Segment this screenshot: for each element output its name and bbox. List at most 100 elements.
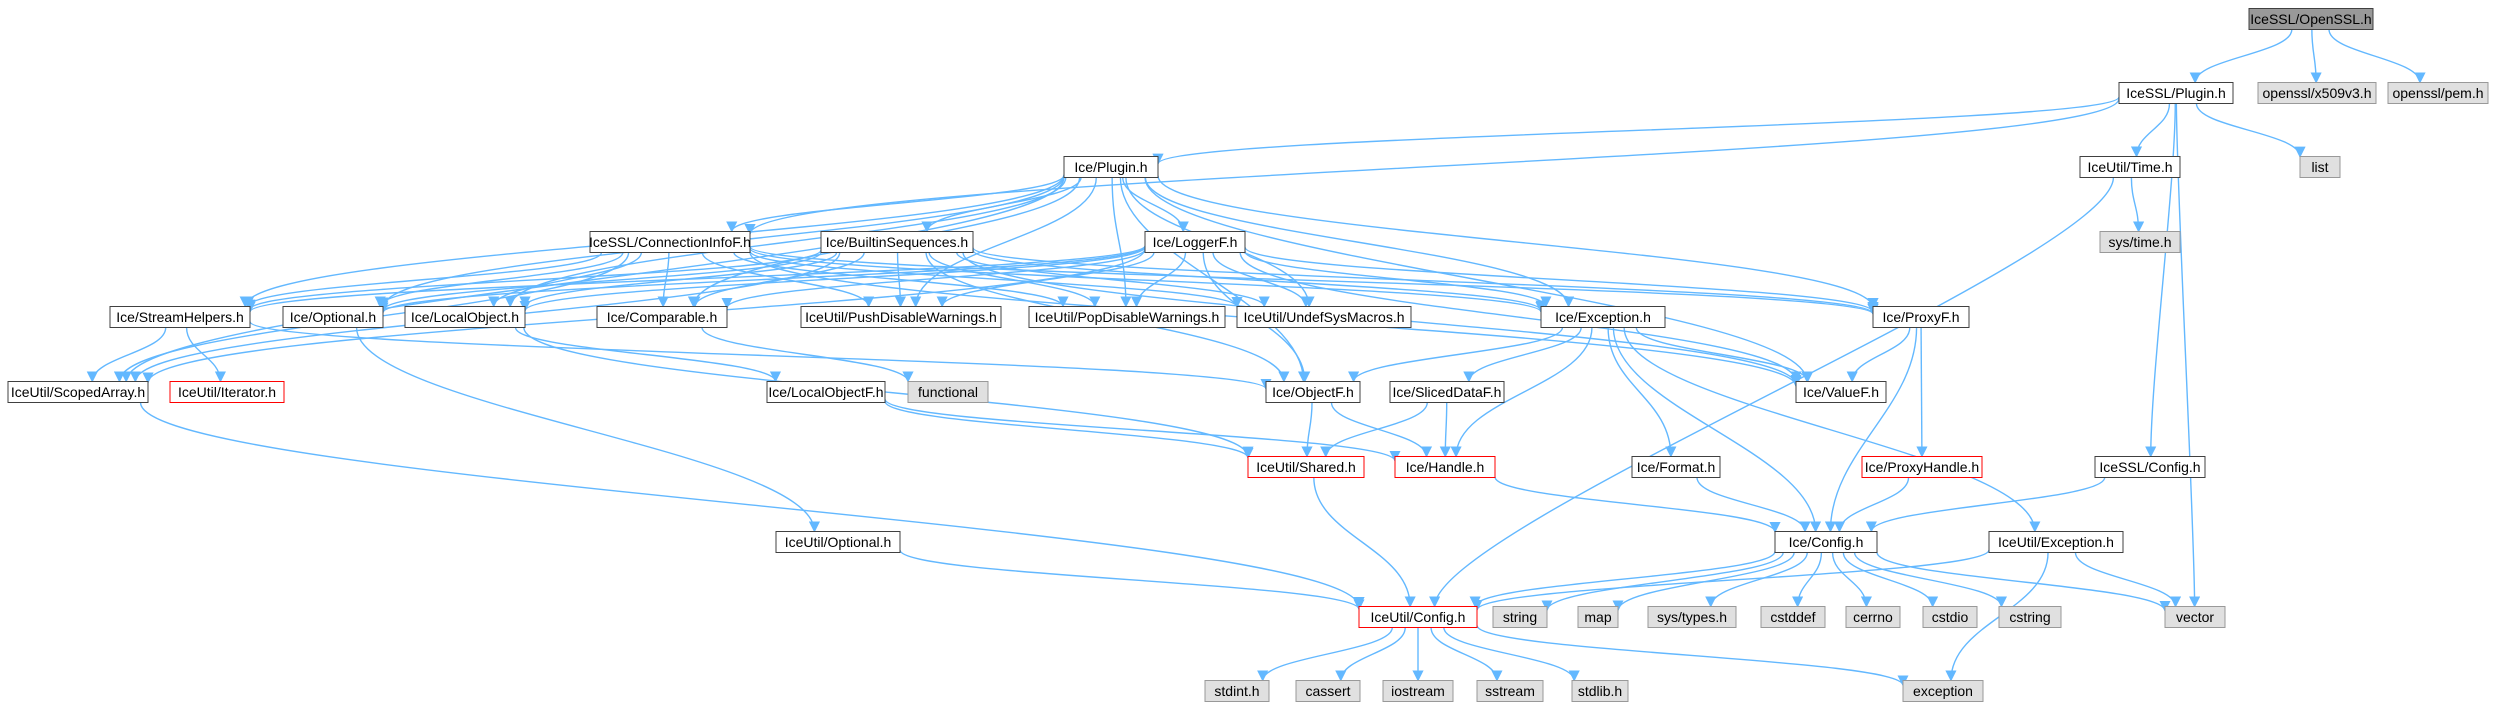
node-label-sslconfig: IceSSL/Config.h: [2099, 459, 2200, 475]
node-cstddef[interactable]: cstddef: [1760, 606, 1826, 628]
edge-iu_config-to-sstream: [1430, 627, 1503, 682]
node-root[interactable]: IceSSL/OpenSSL.h: [2248, 8, 2374, 30]
node-cassert[interactable]: cassert: [1295, 680, 1361, 702]
node-vector[interactable]: vector: [2164, 606, 2226, 628]
node-box-x509: [2257, 82, 2377, 104]
node-iu_exception[interactable]: IceUtil/Exception.h: [1988, 531, 2124, 553]
node-iterator[interactable]: IceUtil/Iterator.h: [169, 381, 285, 403]
node-proxyhandle[interactable]: Ice/ProxyHandle.h: [1861, 456, 1983, 478]
node-sys_time[interactable]: sys/time.h: [2099, 231, 2181, 253]
node-plugin_ssl[interactable]: IceSSL/Plugin.h: [2118, 82, 2234, 104]
node-proxyf[interactable]: Ice/ProxyF.h: [1872, 306, 1970, 328]
node-label-optional: Ice/Optional.h: [290, 309, 376, 325]
node-conninfo[interactable]: IceSSL/ConnectionInfoF.h: [589, 231, 751, 253]
edge-loggerf-to-popdisable: [1130, 252, 1187, 308]
node-label-sstream: sstream: [1485, 683, 1535, 699]
node-systypes[interactable]: sys/types.h: [1647, 606, 1737, 628]
node-exception_std[interactable]: exception: [1902, 680, 1984, 702]
node-box-localobjectf: [766, 381, 886, 403]
node-label-objectf: Ice/ObjectF.h: [1272, 384, 1354, 400]
node-box-comparable: [596, 306, 728, 328]
edge-loggerf-to-streamhelpers: [244, 245, 1146, 313]
node-iu_config[interactable]: IceUtil/Config.h: [1358, 606, 1478, 628]
node-box-objectf: [1265, 381, 1361, 403]
edge-builtin-to-undefsys: [956, 252, 1270, 308]
node-exception[interactable]: Ice/Exception.h: [1540, 306, 1666, 328]
edge-loggerf-to-valuef: [1239, 252, 1802, 383]
node-box-map: [1577, 606, 1619, 628]
node-shared[interactable]: IceUtil/Shared.h: [1247, 456, 1365, 478]
node-map[interactable]: map: [1577, 606, 1619, 628]
node-label-exception: Ice/Exception.h: [1555, 309, 1651, 325]
node-localobject[interactable]: Ice/LocalObject.h: [404, 306, 526, 328]
node-sstream[interactable]: sstream: [1476, 680, 1544, 702]
edge-localobjectf-to-shared: [884, 400, 1254, 460]
edge-localobject-to-localobjectf: [514, 327, 781, 383]
node-ice_plugin[interactable]: Ice/Plugin.h: [1063, 156, 1159, 178]
edge-loggerf-to-optional: [377, 245, 1146, 314]
node-loggerf[interactable]: Ice/LoggerF.h: [1144, 231, 1246, 253]
edge-config-to-cstdio: [1842, 552, 1939, 608]
node-pushdisable[interactable]: IceUtil/PushDisableWarnings.h: [800, 306, 1002, 328]
node-label-plugin_ssl: IceSSL/Plugin.h: [2126, 85, 2226, 101]
node-list[interactable]: list: [2299, 156, 2341, 178]
node-label-iu_time: IceUtil/Time.h: [2087, 159, 2172, 175]
node-optional[interactable]: Ice/Optional.h: [282, 306, 384, 328]
edge-iu_time-to-sys_time: [2130, 177, 2145, 233]
node-format[interactable]: Ice/Format.h: [1631, 456, 1721, 478]
node-sslconfig[interactable]: IceSSL/Config.h: [2094, 456, 2206, 478]
edge-objectf-to-handle: [1330, 402, 1433, 458]
edge-config-to-vector: [1876, 552, 2171, 613]
edge-builtin-to-popdisable: [928, 252, 1101, 308]
node-pem[interactable]: openssl/pem.h: [2387, 82, 2489, 104]
node-box-exception: [1540, 306, 1666, 328]
node-label-exception_std: exception: [1913, 683, 1973, 699]
node-streamhelpers[interactable]: Ice/StreamHelpers.h: [109, 306, 251, 328]
node-label-iterator: IceUtil/Iterator.h: [178, 384, 276, 400]
node-iostream[interactable]: iostream: [1382, 680, 1454, 702]
edge-iu_time-to-iu_config: [1429, 177, 2115, 608]
node-box-cstring: [1998, 606, 2062, 628]
node-string[interactable]: string: [1492, 606, 1548, 628]
node-iu_optional[interactable]: IceUtil/Optional.h: [775, 531, 901, 553]
node-localobjectf[interactable]: Ice/LocalObjectF.h: [766, 381, 886, 403]
node-label-cerrno: cerrno: [1853, 609, 1893, 625]
node-config[interactable]: Ice/Config.h: [1774, 531, 1878, 553]
node-popdisable[interactable]: IceUtil/PopDisableWarnings.h: [1028, 306, 1226, 328]
node-box-iu_time: [2079, 156, 2181, 178]
node-cstring[interactable]: cstring: [1998, 606, 2062, 628]
edge-iu_exception-to-vector: [2074, 552, 2182, 608]
node-box-builtin: [820, 231, 974, 253]
edge-ice_plugin-to-loggerf: [1122, 177, 1189, 233]
node-label-iu_config: IceUtil/Config.h: [1371, 609, 1466, 625]
node-box-list: [2299, 156, 2341, 178]
edge-builtin-to-pushdisable: [894, 252, 907, 308]
node-box-valuef: [1795, 381, 1887, 403]
node-stdint[interactable]: stdint.h: [1204, 680, 1270, 702]
node-box-root: [2248, 8, 2374, 30]
node-box-format: [1631, 456, 1721, 478]
node-valuef[interactable]: Ice/ValueF.h: [1795, 381, 1887, 403]
node-objectf[interactable]: Ice/ObjectF.h: [1265, 381, 1361, 403]
node-handle[interactable]: Ice/Handle.h: [1394, 456, 1496, 478]
node-slicedf[interactable]: Ice/SlicedDataF.h: [1389, 381, 1505, 403]
node-label-valuef: Ice/ValueF.h: [1803, 384, 1879, 400]
node-undefsys[interactable]: IceUtil/UndefSysMacros.h: [1236, 306, 1412, 328]
node-x509[interactable]: openssl/x509v3.h: [2257, 82, 2377, 104]
node-box-popdisable: [1028, 306, 1226, 328]
node-label-sys_time: sys/time.h: [2108, 234, 2171, 250]
node-builtin[interactable]: Ice/BuiltinSequences.h: [820, 231, 974, 253]
node-functional[interactable]: functional: [907, 381, 989, 403]
node-label-iu_exception: IceUtil/Exception.h: [1998, 534, 2114, 550]
node-box-stdlib: [1571, 680, 1629, 702]
edge-builtin-to-proxyf: [972, 246, 1879, 315]
node-box-pem: [2387, 82, 2489, 104]
node-stdlib[interactable]: stdlib.h: [1571, 680, 1629, 702]
node-label-popdisable: IceUtil/PopDisableWarnings.h: [1035, 309, 1220, 325]
node-comparable[interactable]: Ice/Comparable.h: [596, 306, 728, 328]
edge-config-to-cstring: [1853, 552, 2007, 608]
node-scopedarray[interactable]: IceUtil/ScopedArray.h: [7, 381, 149, 403]
node-cerrno[interactable]: cerrno: [1845, 606, 1901, 628]
node-iu_time[interactable]: IceUtil/Time.h: [2079, 156, 2181, 178]
node-cstdio[interactable]: cstdio: [1922, 606, 1978, 628]
